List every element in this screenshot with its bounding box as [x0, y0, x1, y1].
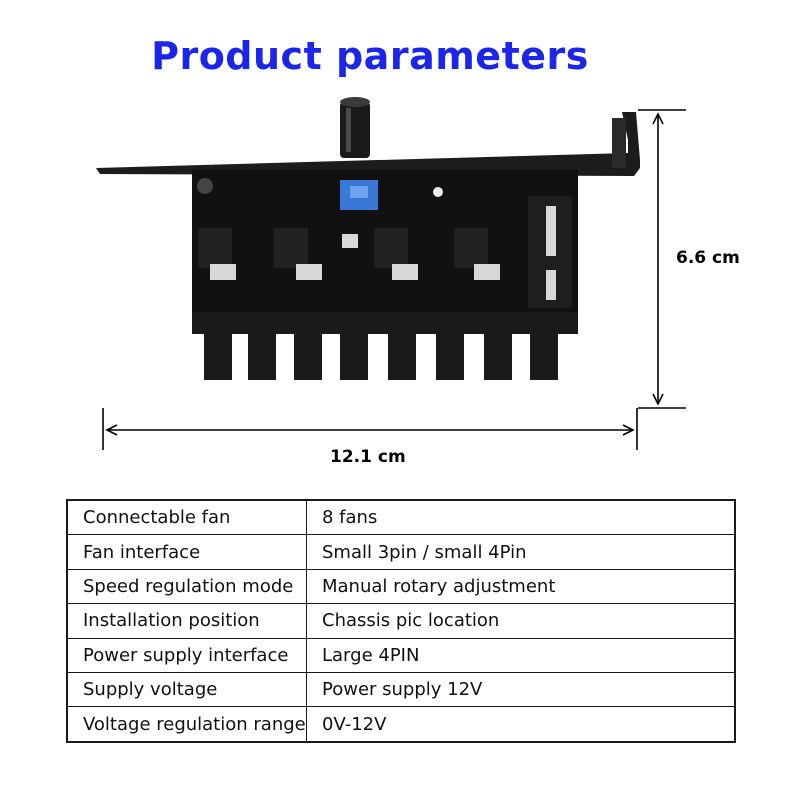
table-row: Fan interface Small 3pin / small 4Pin	[66, 534, 736, 570]
table-row: Installation position Chassis pic locati…	[66, 603, 736, 639]
parameters-table: Connectable fan 8 fans Fan interface Sma…	[66, 499, 736, 743]
parameter-value: Chassis pic location	[306, 603, 736, 639]
header-strip	[192, 312, 578, 334]
parameter-label: Supply voltage	[66, 671, 307, 708]
parameter-value: Large 4PIN	[306, 637, 736, 673]
mount-hole	[433, 187, 443, 197]
width-dimension-line	[102, 408, 638, 450]
table-row: Supply voltage Power supply 12V	[66, 671, 736, 708]
table-row: Connectable fan 8 fans	[66, 499, 736, 536]
page-title: Product parameters	[151, 34, 589, 78]
parameter-value: 0V-12V	[306, 706, 736, 743]
height-dimension-line	[638, 109, 686, 409]
transistor-group	[198, 228, 500, 280]
adjuster-switch	[340, 180, 378, 210]
table-row: Power supply interface Large 4PIN	[66, 637, 736, 673]
parameter-value: 8 fans	[306, 499, 736, 536]
parameter-label: Connectable fan	[66, 499, 307, 536]
parameter-label: Voltage regulation range	[66, 706, 307, 743]
product-illustration	[96, 97, 686, 450]
parameter-label: Speed regulation mode	[66, 568, 307, 605]
rotary-knob	[340, 97, 370, 158]
table-row: Voltage regulation range 0V-12V	[66, 706, 736, 743]
parameter-label: Fan interface	[66, 534, 307, 570]
parameter-label: Power supply interface	[66, 637, 307, 673]
parameter-value: Small 3pin / small 4Pin	[306, 534, 736, 570]
screw-hole	[197, 178, 213, 194]
power-connector	[528, 196, 572, 308]
parameter-label: Installation position	[66, 603, 307, 639]
fan-headers	[204, 334, 558, 380]
parameter-value: Power supply 12V	[306, 671, 736, 708]
width-dimension-label: 12.1 cm	[330, 447, 406, 467]
height-dimension-label: 6.6 cm	[676, 248, 740, 268]
parameter-value: Manual rotary adjustment	[306, 568, 736, 605]
mounting-bracket	[96, 112, 640, 176]
table-row: Speed regulation mode Manual rotary adju…	[66, 568, 736, 605]
